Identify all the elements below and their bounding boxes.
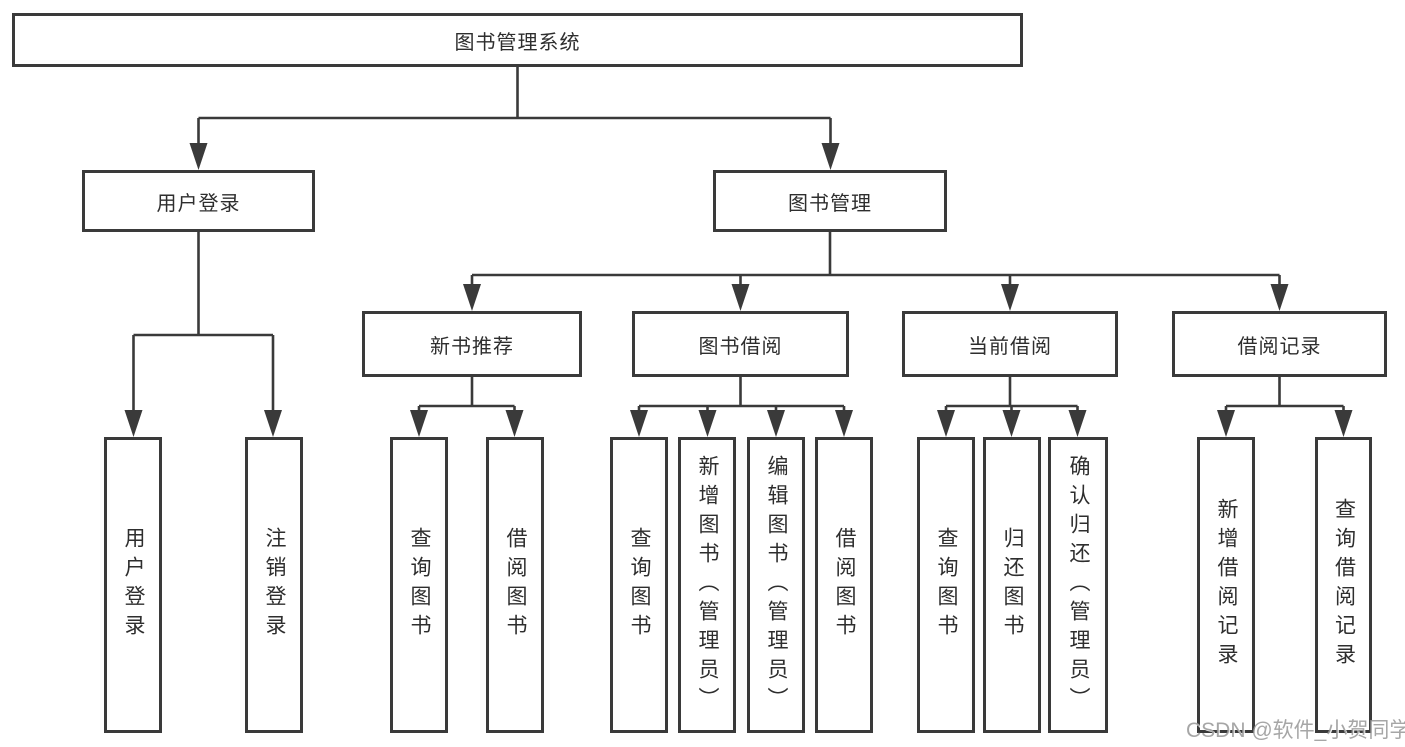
- node-current-borrowing: 当前借阅: [902, 311, 1118, 377]
- node-current-borrowing-label: 当前借阅: [968, 335, 1052, 358]
- node-user-login-label: 用户登录: [156, 192, 241, 215]
- node-book-management-label: 图书管理: [788, 192, 872, 215]
- leaf-user-login: 用户登录: [104, 437, 162, 733]
- node-borrowing-records-label: 借阅记录: [1237, 335, 1322, 358]
- node-book-borrowing: 图书借阅: [632, 311, 849, 377]
- node-book-borrowing-label: 图书借阅: [698, 335, 783, 358]
- node-new-book-recommend-label: 新书推荐: [430, 335, 514, 358]
- leaf-borrow-borrow-books: 借阅图书: [815, 437, 873, 733]
- leaf-current-query-books: 查询图书: [917, 437, 975, 733]
- leaf-records-query-record: 查询借阅记录: [1315, 437, 1372, 733]
- node-new-book-recommend: 新书推荐: [362, 311, 582, 377]
- leaf-newrec-query-books: 查询图书: [390, 437, 448, 733]
- leaf-records-add-record: 新增借阅记录: [1197, 437, 1255, 733]
- leaf-logout: 注销登录: [245, 437, 303, 733]
- node-user-login: 用户登录: [82, 170, 315, 232]
- arrowhead-icons: [124, 143, 1353, 437]
- node-root-library-system: 图书管理系统: [12, 13, 1023, 67]
- leaf-newrec-borrow-books: 借阅图书: [486, 437, 544, 733]
- node-borrowing-records: 借阅记录: [1172, 311, 1387, 377]
- leaf-current-return-books: 归还图书: [983, 437, 1041, 733]
- leaf-borrow-edit-books-admin: 编辑图书（管理员）: [747, 437, 805, 733]
- leaf-borrow-add-books-admin: 新增图书（管理员）: [678, 437, 736, 733]
- leaf-borrow-query-books: 查询图书: [610, 437, 668, 733]
- watermark: CSDN @软件_小贺同学: [1186, 719, 1405, 742]
- node-root-label: 图书管理系统: [454, 31, 581, 54]
- leaf-current-confirm-return-admin: 确认归还（管理员）: [1048, 437, 1108, 733]
- node-book-management: 图书管理: [713, 170, 947, 232]
